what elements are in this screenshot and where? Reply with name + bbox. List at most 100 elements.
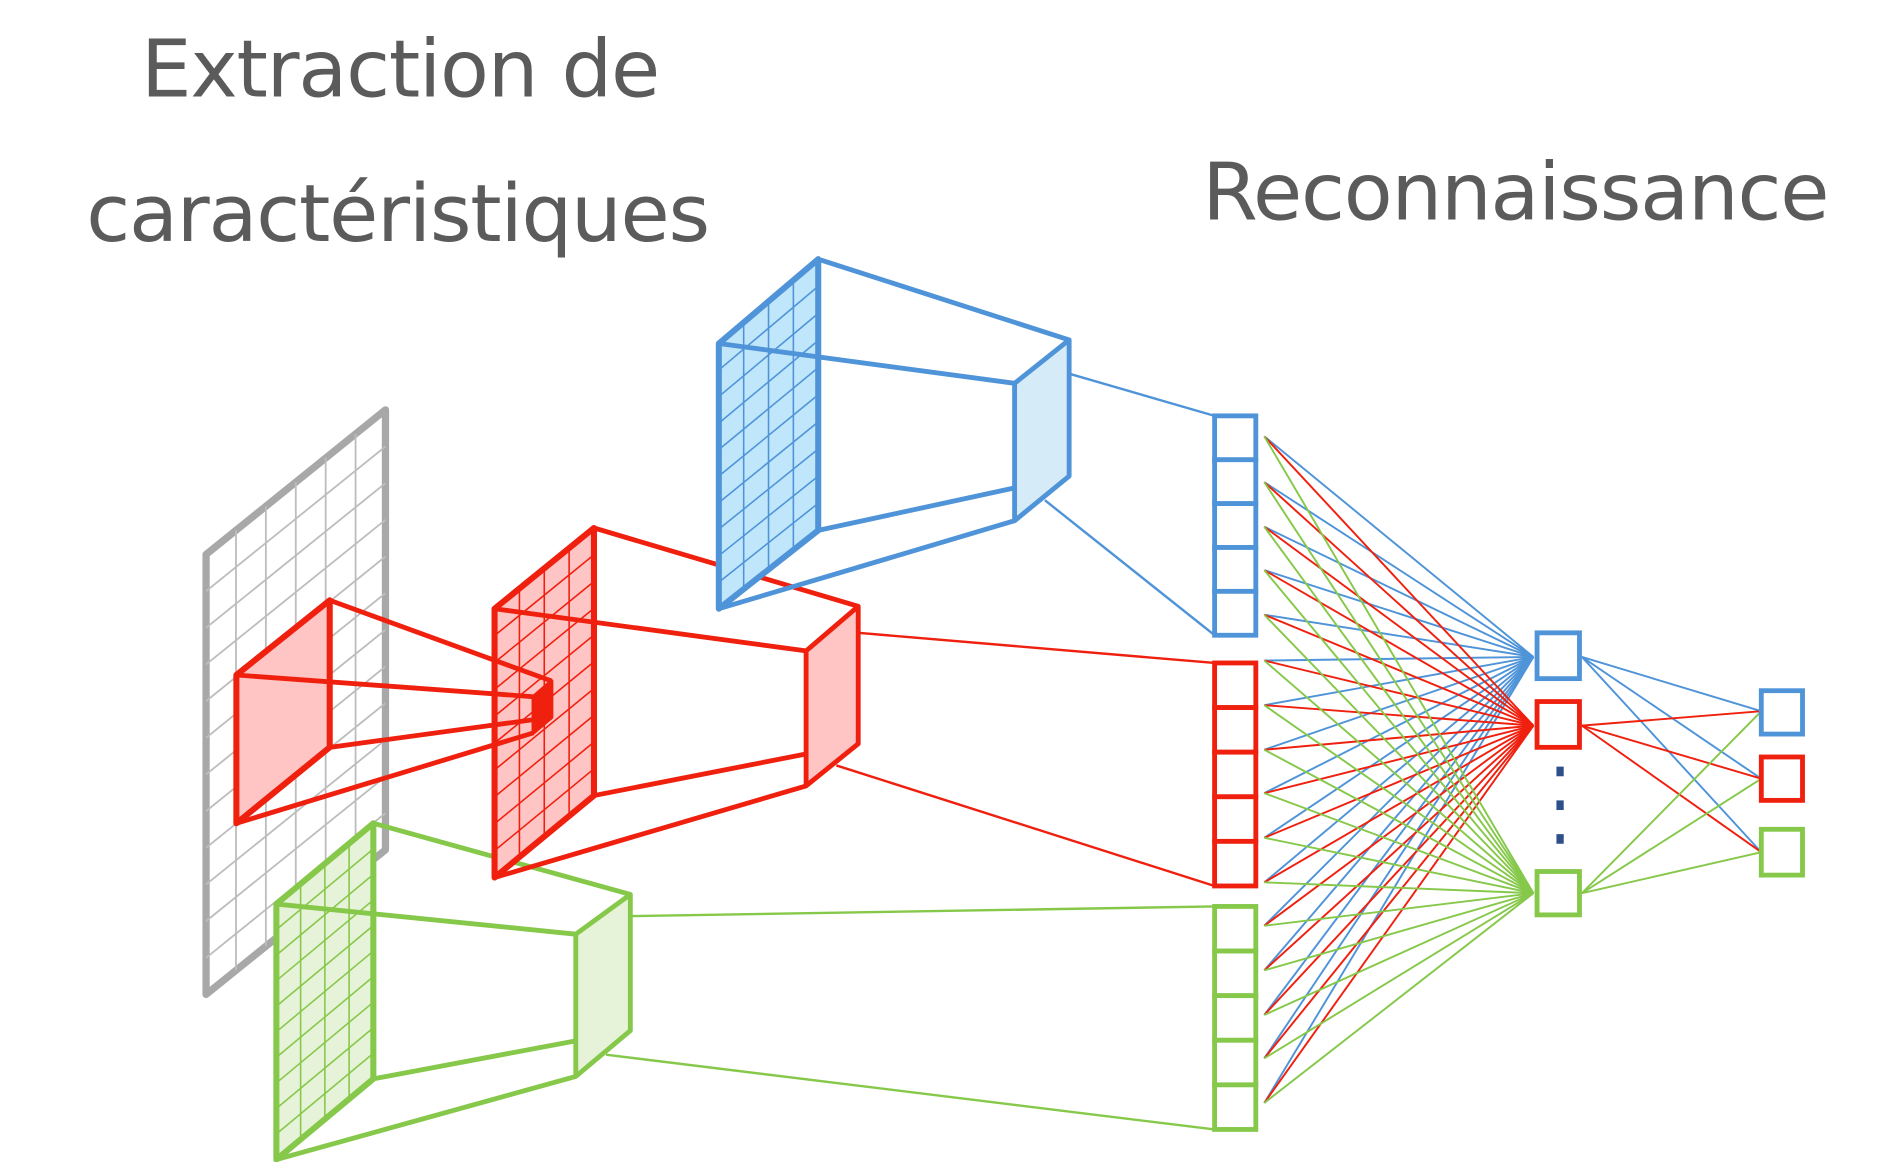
dense-connection xyxy=(1264,892,1534,972)
input-image-grid-line xyxy=(205,775,387,922)
blue-feature-map-grid-line xyxy=(718,448,819,530)
green-vector-cell xyxy=(1212,1037,1259,1088)
dense-connection xyxy=(1263,569,1535,894)
red-flatten-line xyxy=(858,631,1215,665)
red-vector-cell xyxy=(1212,749,1259,800)
dense-connection xyxy=(1263,656,1535,1016)
hidden-node-green xyxy=(1534,869,1582,918)
dense-connection xyxy=(1263,656,1535,971)
dense-connection xyxy=(1263,656,1534,839)
red-feature-map-grid-line xyxy=(494,580,595,664)
dense-connection xyxy=(1264,892,1534,927)
output-connection xyxy=(1581,724,1762,854)
dense-connection xyxy=(1263,481,1535,894)
dense-connection xyxy=(1263,748,1534,895)
dense-connection xyxy=(1263,704,1534,894)
red-vector-cell xyxy=(1212,838,1259,889)
red-map-edge xyxy=(493,783,807,880)
input-image-grid-line xyxy=(205,482,387,629)
green-vector-cell xyxy=(1212,993,1259,1043)
blue-flatten-line xyxy=(1068,372,1215,418)
output-connection xyxy=(1581,851,1762,895)
blue-feature-map-grid-line xyxy=(718,502,819,583)
output-node-green xyxy=(1758,826,1805,878)
blue-pooled-map xyxy=(1012,337,1072,524)
red-conv-output-cell xyxy=(531,679,554,735)
dense-connection xyxy=(1263,435,1535,727)
red-conv-line xyxy=(236,672,534,700)
input-image-grid-line xyxy=(205,739,387,886)
blue-flatten-line xyxy=(1044,499,1216,637)
red-pooled-map xyxy=(803,603,861,789)
dense-connection xyxy=(1263,725,1535,1059)
dense-connection xyxy=(1263,792,1534,895)
input-image-grid-line xyxy=(205,445,387,592)
dense-connection xyxy=(1264,881,1534,895)
dense-connection xyxy=(1264,659,1534,727)
output-node-red xyxy=(1758,754,1805,803)
blue-vector-cell xyxy=(1212,457,1259,507)
ellipsis-dot xyxy=(1556,834,1564,844)
dense-connection xyxy=(1263,724,1535,972)
green-feature-map-grid-line xyxy=(275,950,374,1033)
ellipsis-dot xyxy=(1556,800,1564,811)
green-flatten-line xyxy=(605,1053,1215,1131)
title-recognition: Reconnaissance xyxy=(1202,146,1828,239)
dense-connection xyxy=(1263,526,1535,894)
red-vector-cell xyxy=(1212,660,1259,710)
blue-feature-map-grid-line xyxy=(718,367,819,451)
dense-connection xyxy=(1263,724,1534,927)
blue-vector-cell xyxy=(1212,545,1259,594)
blue-feature-map-grid-line xyxy=(718,285,819,371)
green-feature-map-grid-line xyxy=(275,848,374,931)
green-feature-map-grid-line xyxy=(275,976,374,1058)
green-vector-cell xyxy=(1212,904,1259,954)
dense-connection xyxy=(1263,569,1534,727)
output-connection xyxy=(1581,710,1762,894)
dense-connection xyxy=(1263,725,1535,1104)
dense-connection xyxy=(1263,656,1535,927)
dense-connection xyxy=(1263,892,1535,1104)
blue-map-edge xyxy=(817,256,1070,343)
dense-connection xyxy=(1263,614,1535,894)
green-feature-map-grid-line xyxy=(275,1027,374,1110)
dense-connection xyxy=(1264,655,1534,707)
green-feature-map-grid-line xyxy=(275,873,374,956)
title-extraction-line2: caractéristiques xyxy=(86,167,709,260)
dense-connection xyxy=(1264,724,1534,751)
output-connection xyxy=(1581,777,1762,895)
green-flatten-line xyxy=(630,905,1215,918)
dense-connection xyxy=(1263,656,1534,751)
red-map-edge xyxy=(494,606,807,654)
green-pooled-map xyxy=(573,891,633,1079)
red-feature-map-grid-line xyxy=(494,768,595,852)
green-feature-map-grid-line xyxy=(275,1052,374,1135)
blue-vector-cell xyxy=(1212,413,1259,463)
dense-connection xyxy=(1263,724,1534,839)
green-feature-map-grid-line xyxy=(275,1001,374,1084)
dense-connection xyxy=(1263,659,1535,894)
green-feature-map-grid-line xyxy=(275,924,374,1007)
dense-connection xyxy=(1264,704,1534,727)
dense-connection xyxy=(1263,435,1535,894)
dense-connection xyxy=(1263,613,1534,727)
blue-map-edge xyxy=(718,518,1016,612)
dense-connection xyxy=(1264,569,1534,658)
dense-connection xyxy=(1263,435,1535,658)
blue-vector-cell xyxy=(1212,501,1259,550)
red-conv-line xyxy=(235,730,535,826)
blue-map-edge xyxy=(718,341,1015,386)
red-vector-cell xyxy=(1212,705,1259,755)
dense-connection xyxy=(1263,892,1534,1016)
output-connection xyxy=(1581,724,1762,780)
title-extraction-line1: Extraction de xyxy=(141,23,659,116)
green-map-edge xyxy=(276,901,577,937)
green-vector-cell xyxy=(1212,948,1259,999)
ellipsis-dot xyxy=(1556,766,1564,777)
dense-connection xyxy=(1264,836,1534,895)
red-conv-line xyxy=(328,598,553,684)
green-vector-cell xyxy=(1212,1082,1259,1132)
output-connection xyxy=(1581,710,1762,727)
